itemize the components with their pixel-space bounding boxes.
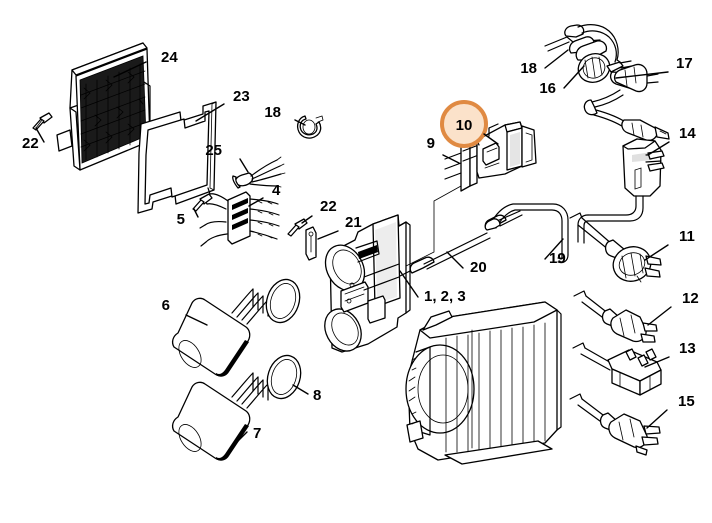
leader-22-left	[35, 127, 45, 143]
callout-5: 5	[177, 211, 185, 228]
leader-21	[317, 230, 339, 240]
leader-5	[193, 208, 199, 218]
callout-21: 21	[345, 214, 362, 231]
part-plug-two-pin	[573, 290, 658, 343]
callout-8: 8	[313, 387, 321, 404]
leader-16	[563, 65, 585, 89]
part-motor-stator	[405, 301, 562, 465]
leader-4	[248, 197, 264, 207]
part-switch	[476, 121, 537, 179]
part-plug-schuko	[569, 212, 662, 283]
callout-11: 11	[679, 228, 695, 245]
part-filter-screen	[56, 42, 151, 171]
part-housing-assembly	[324, 214, 411, 353]
leader-15	[646, 409, 668, 429]
callout-18-left: 18	[264, 104, 281, 121]
leader-23	[195, 103, 225, 122]
leader-7	[231, 431, 248, 448]
callout-7: 7	[253, 425, 261, 442]
callout-4: 4	[272, 182, 281, 199]
callout-6: 6	[162, 297, 170, 314]
callout-23: 23	[233, 88, 250, 105]
callout-14: 14	[679, 125, 696, 142]
leader-25	[239, 158, 249, 173]
leader-19	[544, 238, 564, 260]
leader-10	[483, 133, 499, 145]
construction-line	[405, 185, 462, 267]
callout-22-mid: 22	[320, 198, 337, 215]
callout-17: 17	[676, 55, 693, 72]
part-plug-uk	[572, 342, 662, 396]
leader-24	[113, 61, 147, 78]
callout-13: 13	[679, 340, 696, 357]
leader-6	[185, 314, 208, 326]
callout-15: 15	[678, 393, 695, 410]
callout-19: 19	[549, 250, 566, 267]
callout-123: 1, 2, 3	[424, 288, 466, 305]
part-capacitor-7	[171, 372, 269, 461]
callout-24: 24	[161, 49, 178, 66]
leader-18-left	[294, 119, 306, 126]
leader-12	[647, 306, 672, 326]
part-wire-connector	[235, 156, 286, 188]
callout-12: 12	[682, 290, 699, 307]
callout-20: 20	[470, 259, 487, 276]
callout-22-left: 22	[22, 135, 39, 152]
part-cord-assembly-top	[544, 24, 670, 142]
leader-9	[442, 154, 460, 164]
leader-11	[644, 244, 669, 261]
highlight-callout-10[interactable]: 10	[440, 100, 488, 148]
part-o-rings	[265, 278, 302, 400]
part-terminal-block	[199, 175, 280, 247]
part-gasket-seal	[137, 101, 217, 214]
part-cable-clip-left	[297, 115, 324, 139]
leader-17	[615, 71, 669, 79]
callout-16: 16	[539, 80, 556, 97]
leader-123	[399, 270, 419, 298]
callout-25: 25	[205, 142, 222, 159]
highlight-label-10: 10	[456, 117, 473, 134]
leader-13	[644, 356, 670, 368]
leader-14	[647, 141, 670, 156]
leader-18-top	[544, 49, 569, 69]
part-plug-us	[569, 393, 661, 456]
leader-22-mid	[301, 215, 313, 224]
part-screw-22-left	[32, 112, 53, 131]
callout-9: 9	[427, 135, 435, 152]
leader-8	[292, 384, 309, 395]
highlight-circle-fill	[442, 102, 486, 146]
part-screw-5	[192, 193, 213, 212]
highlight-circle-ring	[440, 100, 488, 148]
part-key-clip	[305, 226, 317, 261]
part-handle-tube	[484, 203, 569, 264]
leader-20	[446, 251, 464, 269]
callout-18-top: 18	[520, 60, 537, 77]
